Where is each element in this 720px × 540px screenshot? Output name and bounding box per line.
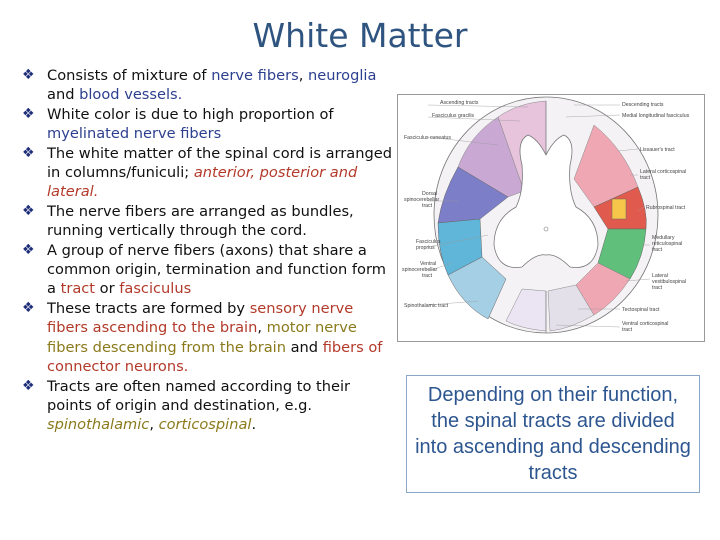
bullet-text-run: tract — [60, 280, 96, 298]
central-canal — [543, 226, 549, 232]
bullet-text-run: and — [285, 338, 323, 356]
bullet-text-run: A group of nerve fibers (axons) that sha… — [47, 241, 386, 298]
label-lateral-vestibulospinal: Lateral vestibulospinal tract — [652, 273, 687, 291]
bullet-text-run: The nerve fibers are arranged as bundles… — [47, 202, 354, 240]
spinal-cord-diagram: Ascending tracts Fasciculus gracilis Fas… — [397, 94, 705, 342]
tectospinal-region — [505, 288, 547, 332]
bullet-text-run: anterior, posterior and lateral. — [47, 164, 358, 201]
bullet-item: ❖ Tracts are often named according to the… — [22, 377, 392, 435]
bullet-text-run: motor nerve fibers descending from the b… — [47, 319, 357, 356]
label-ventral-corticospinal: Ventral corticospinal tract — [622, 321, 670, 333]
label-medullary-reticulospinal: Medullary reticulospinal tract — [652, 235, 684, 253]
label-fasciculus-gracilis: Fasciculus gracilis — [432, 113, 474, 119]
label-rubrospinal: Rubrospinal tract — [646, 205, 686, 211]
bullet-text-run: fasciculus — [119, 280, 192, 298]
bullet-text-run: Tracts are often named according to thei… — [47, 377, 351, 414]
bullet-text-run: and — [47, 86, 80, 104]
caption-box: Depending on their function, the spinal … — [406, 375, 700, 493]
caption-text: Depending on their function, the spinal … — [415, 384, 691, 484]
bullet-diamond-icon: ❖ — [22, 105, 35, 122]
label-fasciculus-cuneatus: Fasciculus cuneatus — [404, 135, 451, 141]
bullet-text-run: nerve fibers — [211, 67, 299, 84]
bullet-text-run: Consists of mixture of — [47, 67, 212, 84]
bullet-text-run: or — [95, 280, 120, 298]
bullet-item: ❖ Consists of mixture of nerve fibers, ne… — [22, 66, 392, 105]
bullet-text-run: These tracts are formed by — [47, 299, 250, 317]
bullet-text-run: White color is due to high proportion of — [47, 105, 334, 123]
bullet-text-run: fibers of connector neurons. — [47, 338, 383, 376]
bullet-text-run: corticospinal — [158, 416, 252, 434]
label-medial-longitudinal: Medial longitudinal fasciculus — [622, 113, 690, 119]
bullet-text-run: myelinated nerve fibers — [47, 125, 222, 143]
bullet-text-run: , — [149, 416, 159, 434]
bullet-text-run: , — [298, 67, 308, 84]
label-ascending-tracts: Ascending tracts — [440, 100, 479, 106]
label-lateral-corticospinal: Lateral corticospinal tract — [640, 169, 688, 181]
bullet-diamond-icon: ❖ — [22, 202, 35, 219]
bullet-text-run: blood vessels. — [79, 86, 183, 104]
bullet-text-run: , — [257, 319, 267, 337]
label-descending-tracts: Descending tracts — [622, 102, 664, 108]
bullet-diamond-icon: ❖ — [22, 299, 35, 316]
spinothalamic-region — [447, 256, 507, 320]
label-fasciculus-proprius: Fasciculus proprius — [416, 239, 442, 251]
bullet-text-run: sensory nerve fibers ascending to the br… — [47, 299, 354, 337]
bullet-item: ❖ A group of nerve fibers (axons) that sh… — [22, 241, 392, 299]
bullet-text-run: neuroglia — [308, 67, 377, 84]
bullet-item: ❖ The white matter of the spinal cord is … — [22, 144, 392, 202]
lissauer-region — [611, 198, 627, 220]
label-spinothalamic-tract: Spinothalamic tract — [404, 303, 449, 309]
bullet-list: ❖ Consists of mixture of nerve fibers, ne… — [22, 66, 392, 435]
bullet-text-run: . — [251, 416, 257, 434]
bullet-diamond-icon: ❖ — [22, 144, 35, 161]
slide-title: White Matter — [252, 16, 468, 55]
bullet-text-run: spinothalamic — [47, 416, 150, 434]
label-lissauer: Lissauer's tract — [640, 147, 675, 153]
bullet-diamond-icon: ❖ — [22, 67, 35, 83]
label-dorsal-spinocerebellar: Dorsal spinocerebellar tract — [404, 191, 441, 209]
bullet-item: ❖ White color is due to high proportion o… — [22, 105, 392, 144]
ventral-corticospinal-region — [547, 284, 595, 332]
bullet-diamond-icon: ❖ — [22, 241, 35, 258]
label-ventral-spinocerebellar: Ventral spinocerebellar tract — [402, 261, 439, 279]
bullet-item: ❖ The nerve fibers are arranged as bundle… — [22, 202, 392, 241]
bullet-item: ❖ These tracts are formed by sensory nerv… — [22, 299, 392, 377]
bullet-text-run: The white matter of the spinal cord is a… — [47, 144, 392, 182]
label-tectospinal: Tectospinal tract — [622, 307, 660, 313]
gray-matter — [493, 134, 599, 268]
bullet-diamond-icon: ❖ — [22, 377, 35, 394]
